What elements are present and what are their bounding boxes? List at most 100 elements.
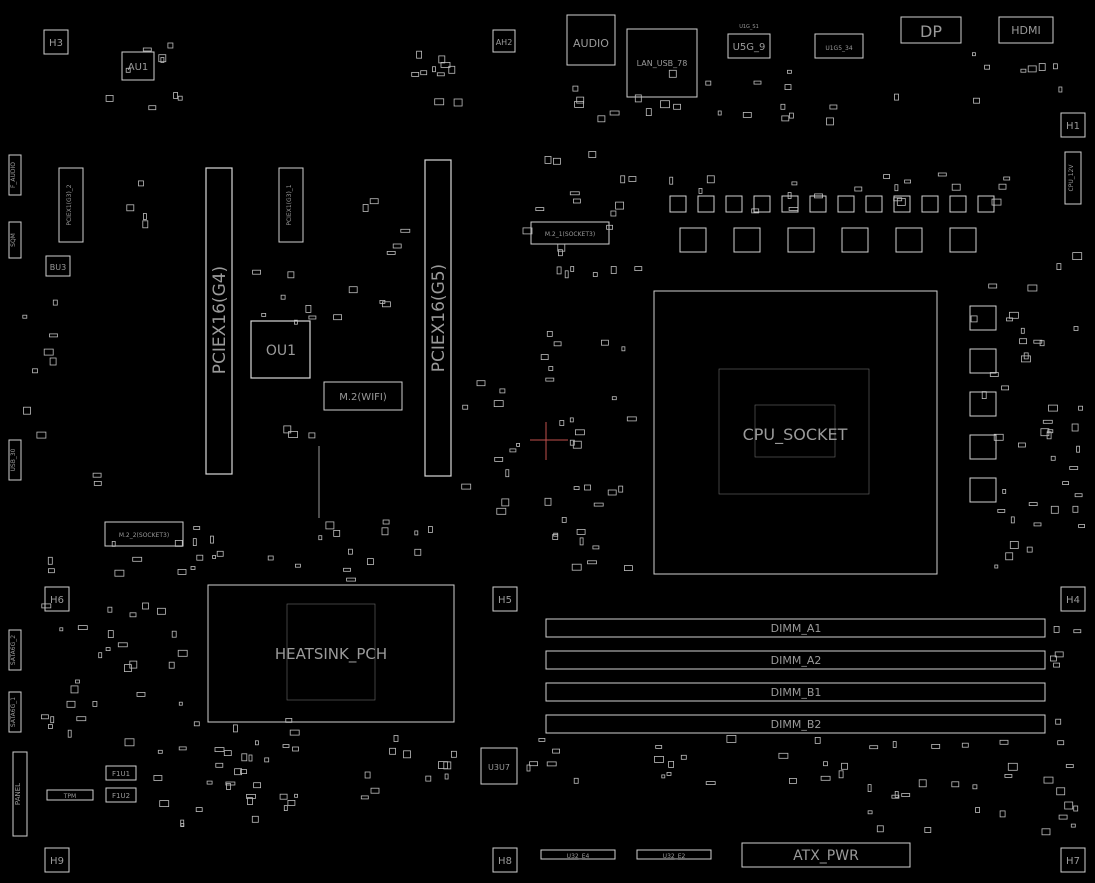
passive-component (240, 769, 248, 774)
passive-component (346, 577, 357, 582)
passive-component (261, 312, 267, 317)
passive-component (453, 98, 463, 107)
usb-header-u32-e2[interactable]: U32_E2 (636, 849, 712, 860)
vrm-choke (841, 227, 869, 253)
passive-component (1048, 404, 1058, 412)
front-panel-header[interactable]: PANEL (12, 751, 28, 837)
audio-codec-au1[interactable]: AU1 (121, 51, 155, 81)
usb-connector-u1g5-34[interactable]: U1G5_34 (814, 33, 864, 59)
passive-component (501, 498, 510, 507)
passive-component (392, 243, 402, 249)
pciex1-slot-1[interactable]: PCIEX1(G3)_1 (278, 167, 304, 243)
vrm-choke (809, 195, 827, 213)
passive-component (1072, 252, 1083, 261)
sata-port-1[interactable]: SATA6G_1 (8, 691, 22, 733)
svg-text:SQM: SQM (10, 233, 17, 247)
sata-port-2[interactable]: SATA6G_2 (8, 629, 22, 671)
displayport-connector[interactable]: DP (900, 16, 962, 44)
passive-component (705, 781, 716, 785)
passive-component (655, 745, 663, 749)
passive-component (206, 780, 213, 785)
vrm-choke (753, 195, 771, 213)
passive-component (180, 819, 185, 827)
passive-component (432, 66, 436, 73)
sqm-header[interactable]: SQM (8, 221, 22, 259)
m2-socket3-slot-2[interactable]: M.2_2(SOCKET3) (104, 521, 184, 547)
passive-component (253, 782, 262, 789)
passive-component (195, 807, 203, 812)
passive-component (308, 432, 316, 439)
svg-text:SATA6G_2: SATA6G_2 (10, 635, 17, 665)
passive-component (348, 286, 358, 294)
passive-component (379, 299, 386, 304)
mounting-hole-h8[interactable]: H8 (492, 847, 518, 873)
dimm-slot-a1[interactable]: DIMM_A1 (545, 618, 1046, 638)
svg-text:SATA6G_1: SATA6G_1 (10, 697, 17, 727)
passive-component (626, 416, 637, 422)
mounting-hole-h1[interactable]: H1 (1060, 112, 1086, 138)
fuse-f1u2[interactable]: F1U2 (105, 787, 137, 803)
svg-text:AU1: AU1 (128, 62, 149, 73)
pch-heatsink[interactable]: HEATSINK_PCH (207, 584, 455, 723)
m2-socket3-slot-1[interactable]: M.2_1(SOCKET3) (530, 221, 610, 245)
svg-text:CPU_SOCKET: CPU_SOCKET (743, 425, 848, 445)
mounting-hole-h4[interactable]: H4 (1060, 586, 1086, 612)
passive-component (98, 652, 103, 659)
passive-component (107, 630, 114, 638)
passive-component (67, 729, 72, 738)
passive-component (1053, 662, 1060, 668)
passive-component (918, 779, 927, 788)
passive-component (680, 754, 687, 760)
passive-component (610, 266, 617, 274)
m2-wifi-slot[interactable]: M.2(WIFI) (323, 381, 403, 411)
passive-component (403, 750, 411, 759)
usb30-header[interactable]: USB_30 (8, 439, 22, 481)
vrm-chokes (669, 195, 997, 503)
passive-component (77, 625, 88, 630)
passive-component (904, 179, 911, 184)
passive-component (931, 744, 941, 749)
passive-component (493, 400, 504, 408)
dimm-slot-b1[interactable]: DIMM_B1 (545, 682, 1046, 702)
dimm-slot-a2[interactable]: DIMM_A2 (545, 650, 1046, 670)
pciex1-slot-2[interactable]: PCIEX1(G3)_2 (58, 167, 84, 243)
passive-component (894, 93, 899, 101)
passive-component (47, 556, 53, 565)
mounting-hole-h5[interactable]: H5 (492, 586, 518, 612)
usb-connector-u5g9[interactable]: U5G_9 U1G_S1 (727, 24, 771, 59)
fuse-f1u1[interactable]: F1U1 (105, 765, 137, 781)
passive-component (293, 319, 298, 325)
passive-component (505, 469, 510, 478)
cpu-12v-connector[interactable]: CPU_12V (1064, 151, 1082, 205)
chip-ou1[interactable]: OU1 (250, 320, 311, 379)
passive-component (544, 155, 552, 164)
lan-usb-connector[interactable]: LAN_USB_78 (626, 28, 698, 98)
dimm-slot-b2[interactable]: DIMM_B2 (545, 714, 1046, 734)
hdmi-connector[interactable]: HDMI (998, 16, 1054, 44)
mounting-hole-h9[interactable]: H9 (44, 847, 70, 873)
chip-u3u7[interactable]: U3U7 (480, 747, 518, 785)
passive-component (1073, 629, 1082, 634)
vrm-choke (921, 195, 939, 213)
mounting-hole-h7[interactable]: H7 (1060, 847, 1086, 873)
usb-header-u32-e4[interactable]: U32_E4 (540, 849, 616, 860)
component-bu3[interactable]: BU3 (45, 255, 71, 277)
pciex16-g4-slot[interactable]: PCIEX16(G4) (205, 167, 233, 475)
audio-jack-connector[interactable]: AUDIO (566, 14, 616, 66)
passive-component (247, 797, 253, 805)
front-audio-header[interactable]: F_AUDIO (8, 154, 22, 196)
mounting-hole-h6[interactable]: H6 (44, 586, 70, 612)
pciex16-g5-slot[interactable]: PCIEX16(G5) (424, 159, 452, 477)
cpu-socket[interactable]: CPU_SOCKET (653, 290, 938, 575)
passive-component (1047, 429, 1054, 434)
atx-power-connector[interactable]: ATX_PWR (741, 842, 911, 868)
svg-text:H3: H3 (49, 38, 63, 49)
passive-component (620, 175, 626, 184)
passive-component (597, 115, 606, 123)
passive-component (1072, 505, 1079, 513)
passive-component (411, 72, 420, 77)
component-ah2[interactable]: AH2 (492, 29, 516, 53)
passive-component (564, 270, 569, 279)
mounting-hole-h3[interactable]: H3 (43, 29, 69, 55)
tpm-header[interactable]: TPM (46, 789, 94, 801)
